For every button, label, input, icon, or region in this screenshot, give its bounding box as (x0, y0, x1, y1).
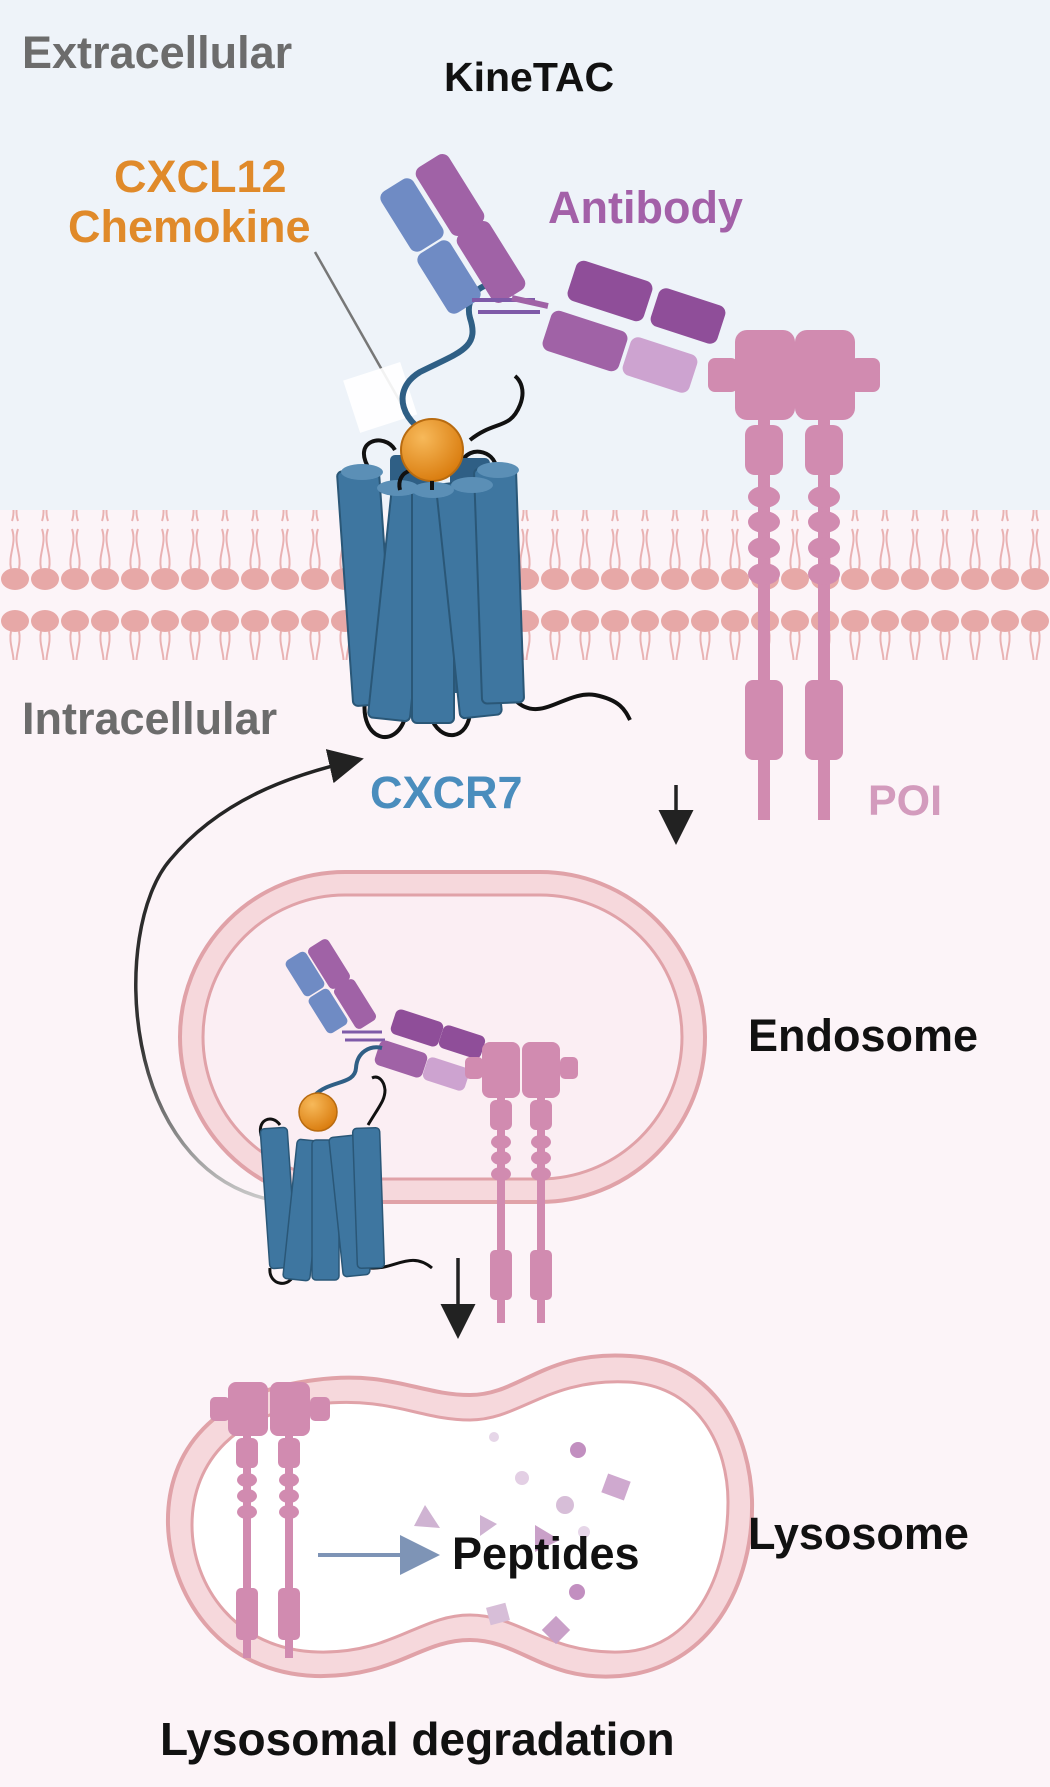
label-highlight (343, 362, 418, 433)
cell-membrane (0, 510, 1050, 660)
kinetac-title: KineTAC (444, 54, 615, 100)
poi-icon (708, 330, 880, 820)
chemokine-label: CXCL12 Chemokine (68, 151, 311, 253)
peptide-fragments-icon (414, 1432, 631, 1645)
chemokine-icon (400, 418, 464, 490)
endosome-poi-icon (465, 1042, 578, 1323)
antibody-icon (380, 154, 726, 393)
lysosome-label: Lysosome (748, 1508, 969, 1559)
peptides-label: Peptides (452, 1528, 640, 1579)
receptor-label: CXCR7 (370, 767, 523, 818)
antibody-label: Antibody (548, 182, 743, 233)
lysosomal-degradation-label: Lysosomal degradation (160, 1713, 675, 1765)
endosome-label: Endosome (748, 1010, 979, 1061)
extracellular-label: Extracellular (22, 27, 293, 78)
lysosome-poi-icon (210, 1382, 330, 1658)
extracellular-region (0, 0, 1050, 515)
lysosome-icon (165, 1353, 755, 1679)
poi-label: POI (868, 777, 943, 825)
chemokine-label-line2: Chemokine (68, 201, 311, 253)
intracellular-label: Intracellular (22, 693, 278, 744)
recycling-arrow-icon (134, 749, 364, 1202)
endosome-antibody-icon (285, 939, 486, 1091)
chemokine-label-line1: CXCL12 (114, 151, 287, 202)
endosome-receptor-icon (258, 1045, 433, 1285)
